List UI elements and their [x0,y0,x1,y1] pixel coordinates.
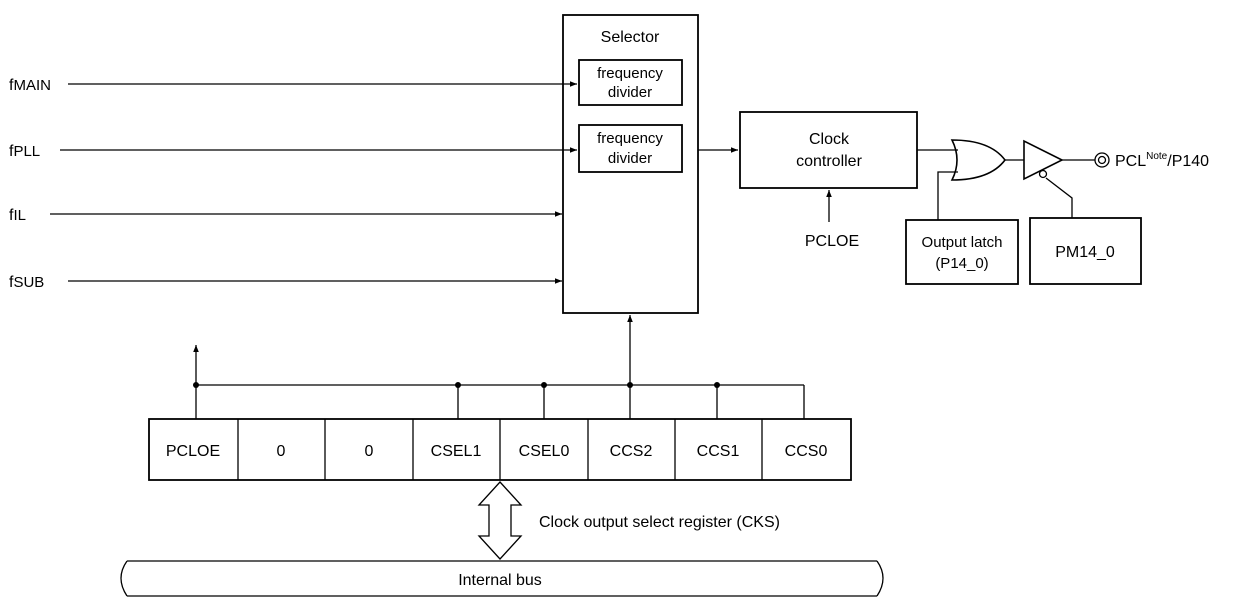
output-buffer [1023,139,1064,181]
internal-bus-right-curve [876,560,884,597]
divider2-line2: divider [608,150,652,167]
output-latch-line1: Output latch [922,234,1003,251]
internal-bus-left-curve [120,560,128,597]
selector-title: Selector [601,29,660,46]
register-bit-7: 0 [277,443,286,460]
output-pin-outer [1094,152,1110,168]
input-label-fmain: fMAIN [9,77,51,94]
frequency-divider-box-1 [578,59,683,106]
output-latch-line2: (P14_0) [935,255,988,272]
register-bit-ccs1: CCS1 [697,443,740,460]
divider1-line2: divider [608,84,652,101]
latch-to-gate-line [937,171,958,220]
junction-dot [193,382,199,388]
clock-controller-line2: controller [796,153,862,170]
divider1-line1: frequency [597,65,663,82]
internal-bus-label: Internal bus [458,572,542,589]
clock-controller-box [739,111,918,189]
register-caption: Clock output select register (CKS) [539,514,780,531]
pcloe-label: PCLOE [805,233,859,250]
register-bit-6: 0 [365,443,374,460]
output-pin-label: PCLNote/P140 [1115,151,1209,170]
internal-bus-double-arrow [477,481,523,560]
register-bit-pcloe: PCLOE [166,443,220,460]
selector-box [562,14,699,314]
input-label-fpll: fPLL [9,143,40,160]
input-label-fsub: fSUB [9,274,44,291]
junction-dot [541,382,547,388]
frequency-divider-box-2 [578,124,683,173]
output-pin-inner [1097,155,1107,165]
or-gate [950,139,1007,181]
junction-dot [714,382,720,388]
clock-controller-line1: Clock [809,131,850,148]
register-bit-csel0: CSEL0 [519,443,570,460]
pm14-0-box [1029,217,1142,285]
junction-dot [627,382,633,388]
output-latch-box [905,219,1019,285]
register-bit-ccs2: CCS2 [610,443,653,460]
register-bit-ccs0: CCS0 [785,443,828,460]
buffer-enable-bubble [1038,169,1048,179]
pm14-0-label: PM14_0 [1055,244,1115,261]
divider2-line1: frequency [597,130,663,147]
input-label-fil: fIL [9,207,26,224]
junction-dot [455,382,461,388]
register-bit-csel1: CSEL1 [431,443,482,460]
pm-to-buffer-line [1045,177,1073,218]
